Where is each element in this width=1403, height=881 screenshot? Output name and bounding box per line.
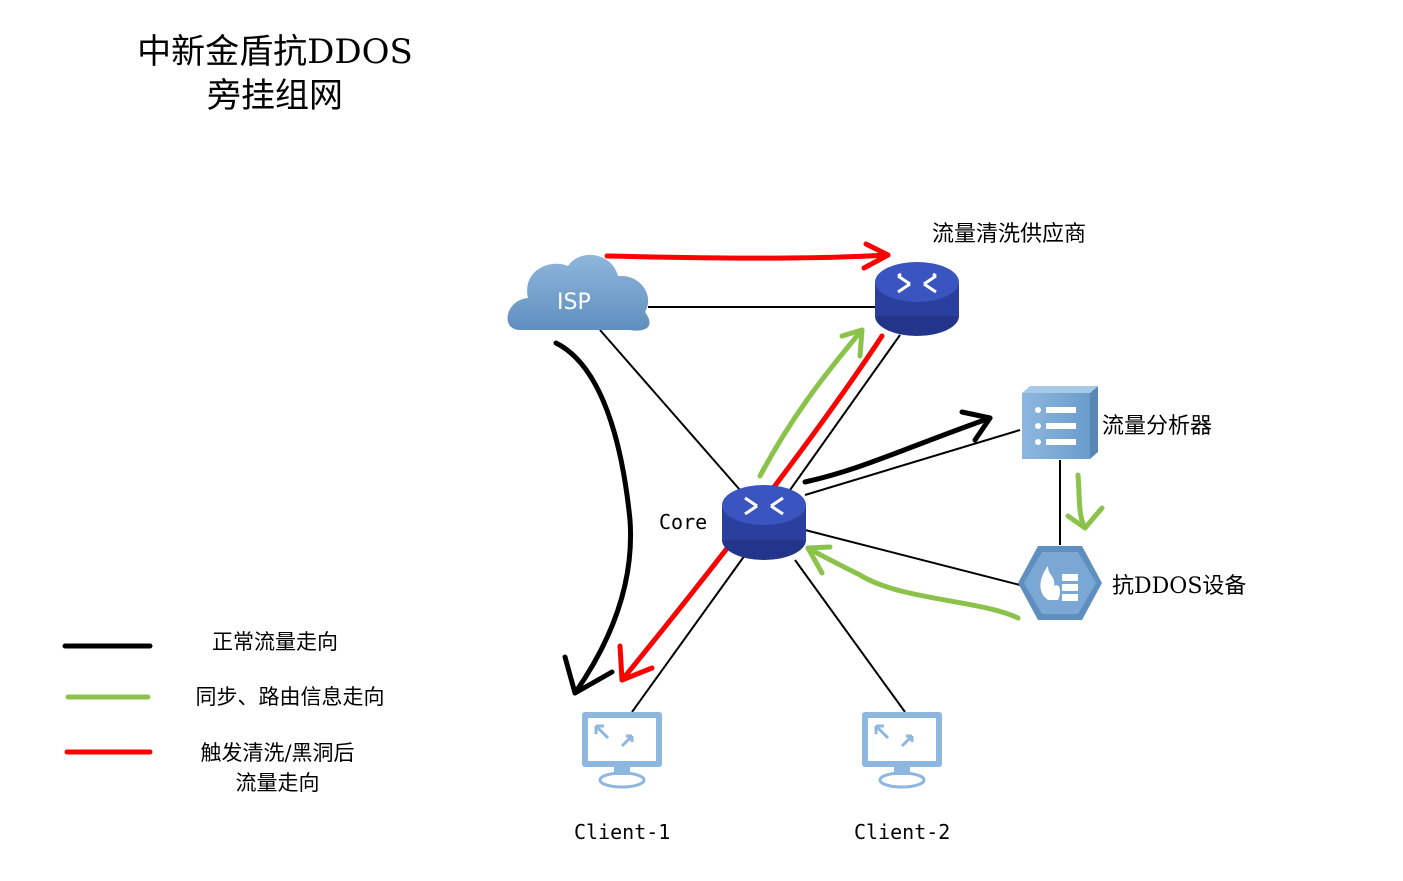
arrow-isp-to-client1-head xyxy=(562,654,615,696)
legend-text-routing: 同步、路由信息走向 xyxy=(195,685,385,709)
link-core-client1 xyxy=(631,554,746,713)
diagram-title: 中新金盾抗DDOS 旁挂组网 xyxy=(130,30,420,118)
title-line-1: 中新金盾抗DDOS xyxy=(137,32,413,72)
scrubbing-provider-router-icon xyxy=(875,262,959,336)
arrow-antiddos-to-core xyxy=(805,545,1021,621)
arrow-core-to-analyzer-head xyxy=(959,409,993,443)
isp-cloud-icon xyxy=(507,254,650,331)
arrow-analyzer-to-antiddos xyxy=(1075,472,1088,531)
arrow-provider-to-client1-head xyxy=(617,643,655,683)
arrow-isp-to-provider-head xyxy=(861,241,891,271)
core-router-icon xyxy=(722,485,806,560)
anti-ddos-device-label: 抗DDOS设备 xyxy=(1112,574,1247,599)
link-core-analyzer xyxy=(804,429,1021,496)
scrubbing-provider-label: 流量清洗供应商 xyxy=(932,222,1087,247)
client1-monitor-icon xyxy=(582,712,662,789)
scrubbing-traffic-arrows xyxy=(604,241,891,683)
client1-label: Client-1 xyxy=(574,820,671,844)
title-line-2: 旁挂组网 xyxy=(207,76,343,116)
arrow-isp-to-client1 xyxy=(553,340,634,696)
traffic-analyzer-label: 流量分析器 xyxy=(1102,414,1213,439)
arrow-analyzer-to-antiddos-head xyxy=(1065,505,1105,531)
traffic-analyzer-icon xyxy=(1022,386,1098,459)
link-core-antiddos xyxy=(804,529,1021,586)
arrow-core-to-analyzer xyxy=(802,415,993,485)
normal-traffic-arrows xyxy=(553,340,993,696)
arrow-core-to-provider xyxy=(757,327,865,479)
arrow-isp-to-provider xyxy=(604,252,891,261)
anti-ddos-firewall-icon xyxy=(1018,546,1102,620)
legend-swatches xyxy=(62,643,153,755)
core-label: Core xyxy=(659,510,708,534)
arrow-antiddos-to-core-head xyxy=(805,544,833,576)
arrow-core-to-provider-head xyxy=(839,327,865,359)
isp-label: ISP xyxy=(557,290,591,315)
legend-text-scrubbing: 触发清洗/黑洞后 流量走向 xyxy=(200,741,355,795)
routing-sync-arrows xyxy=(757,327,1105,621)
link-isp-core xyxy=(599,329,741,491)
client2-monitor-icon xyxy=(862,712,942,789)
links xyxy=(599,306,1061,713)
legend-text-normal: 正常流量走向 xyxy=(212,630,338,654)
link-provider-core xyxy=(789,334,901,491)
link-core-client2 xyxy=(794,559,906,713)
client2-label: Client-2 xyxy=(854,820,951,844)
